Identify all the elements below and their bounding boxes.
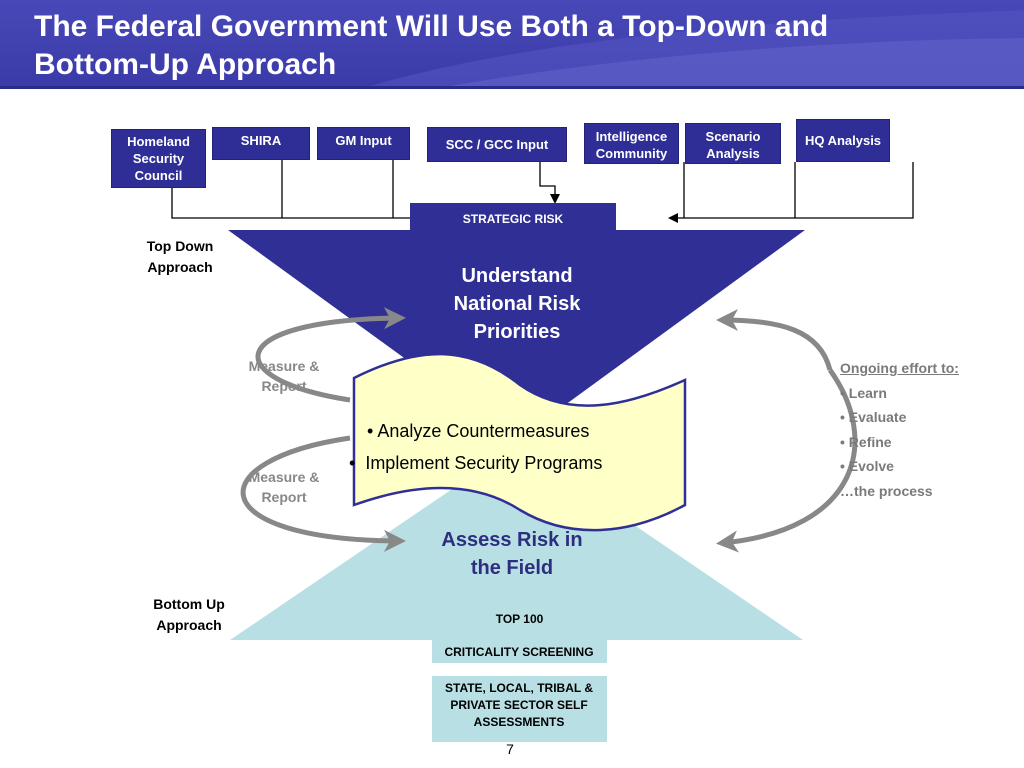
scroll-bullet-list: • Analyze Countermeasures • Implement Se… [349, 415, 699, 479]
title-bar: The Federal Government Will Use Both a T… [0, 0, 1024, 89]
criticality-screening-label: CRITICALITY SCREENING [444, 645, 594, 659]
ongoing-item-evaluate: • Evaluate [840, 409, 907, 425]
slide-title: The Federal Government Will Use Both a T… [34, 8, 994, 84]
connector-homeland [171, 188, 410, 219]
slide-title-line1: The Federal Government Will Use Both a T… [34, 10, 829, 43]
ongoing-item-evolve: • Evolve [840, 458, 894, 474]
title-swoosh-decoration [370, 10, 1024, 86]
assess-risk-label: Assess Risk in the Field [441, 529, 583, 579]
scc-gcc-input-label: SCC / GCC Input [445, 137, 549, 152]
loop-arrow-right-lower [716, 368, 858, 553]
bottom-up-pyramid [230, 445, 803, 640]
ongoing-effort-list: Ongoing effort to: • Learn • Evaluate • … [840, 356, 1020, 503]
top-down-approach-label: Top Down Approach [146, 238, 214, 275]
slide-title-line2: Bottom-Up Approach [34, 48, 337, 81]
loop-arrow-left-upper [255, 307, 406, 403]
top-down-funnel [228, 230, 805, 440]
ongoing-item-learn: • Learn [840, 384, 887, 401]
understand-priorities-label: Understand National Risk Priorities [453, 265, 581, 343]
scenario-analysis-box: Scenario Analysis [685, 123, 781, 164]
input-connectors [171, 158, 914, 223]
strategic-risk-label: STRATEGIC RISK [462, 212, 564, 226]
criticality-screening-box [432, 640, 607, 663]
ongoing-effort-heading: Ongoing effort to: [840, 360, 959, 376]
homeland-security-council-label: Homeland Security Council [127, 134, 190, 183]
ongoing-item-refine: • Refine [840, 433, 892, 450]
ongoing-item-the-process: …the process [840, 482, 933, 499]
hq-analysis-label: HQ Analysis [804, 133, 882, 148]
scroll-bullet-implement: • Implement Security Programs [349, 453, 603, 473]
bottom-up-approach-label: Bottom Up Approach [153, 596, 225, 633]
analyze-countermeasures-text: Analyze Countermeasures [377, 421, 590, 441]
strategic-risk-tab [410, 203, 616, 231]
measure-report-upper-label: Measure & Report [248, 358, 320, 394]
self-assessments-label: STATE, LOCAL, TRIBAL & PRIVATE SECTOR SE… [445, 681, 593, 729]
connector-right [668, 162, 914, 223]
implement-security-programs-text: Implement Security Programs [365, 453, 603, 473]
hq-analysis-box: HQ Analysis [796, 119, 890, 162]
scc-gcc-input-box: SCC / GCC Input [427, 127, 567, 162]
gm-input-box: GM Input [317, 127, 410, 160]
shira-label: SHIRA [240, 133, 282, 148]
measure-report-lower-label: Measure & Report [248, 469, 320, 505]
scenario-analysis-label: Scenario Analysis [705, 129, 761, 161]
loop-arrow-left-lower [240, 435, 406, 552]
countermeasures-scroll [352, 352, 687, 532]
loop-arrow-right-upper [716, 309, 833, 371]
gm-input-label: GM Input [335, 133, 392, 148]
scroll-bullet-analyze: • Analyze Countermeasures [367, 421, 590, 441]
connector-scc [539, 162, 560, 204]
intelligence-community-box: Intelligence Community [584, 123, 679, 164]
self-assessments-box [432, 676, 607, 742]
shira-box: SHIRA [212, 127, 310, 160]
homeland-security-council-box: Homeland Security Council [111, 129, 206, 188]
page-number: 7 [506, 741, 514, 757]
intelligence-community-label: Intelligence Community [595, 129, 668, 161]
top-100-label: TOP 100 [495, 612, 544, 626]
